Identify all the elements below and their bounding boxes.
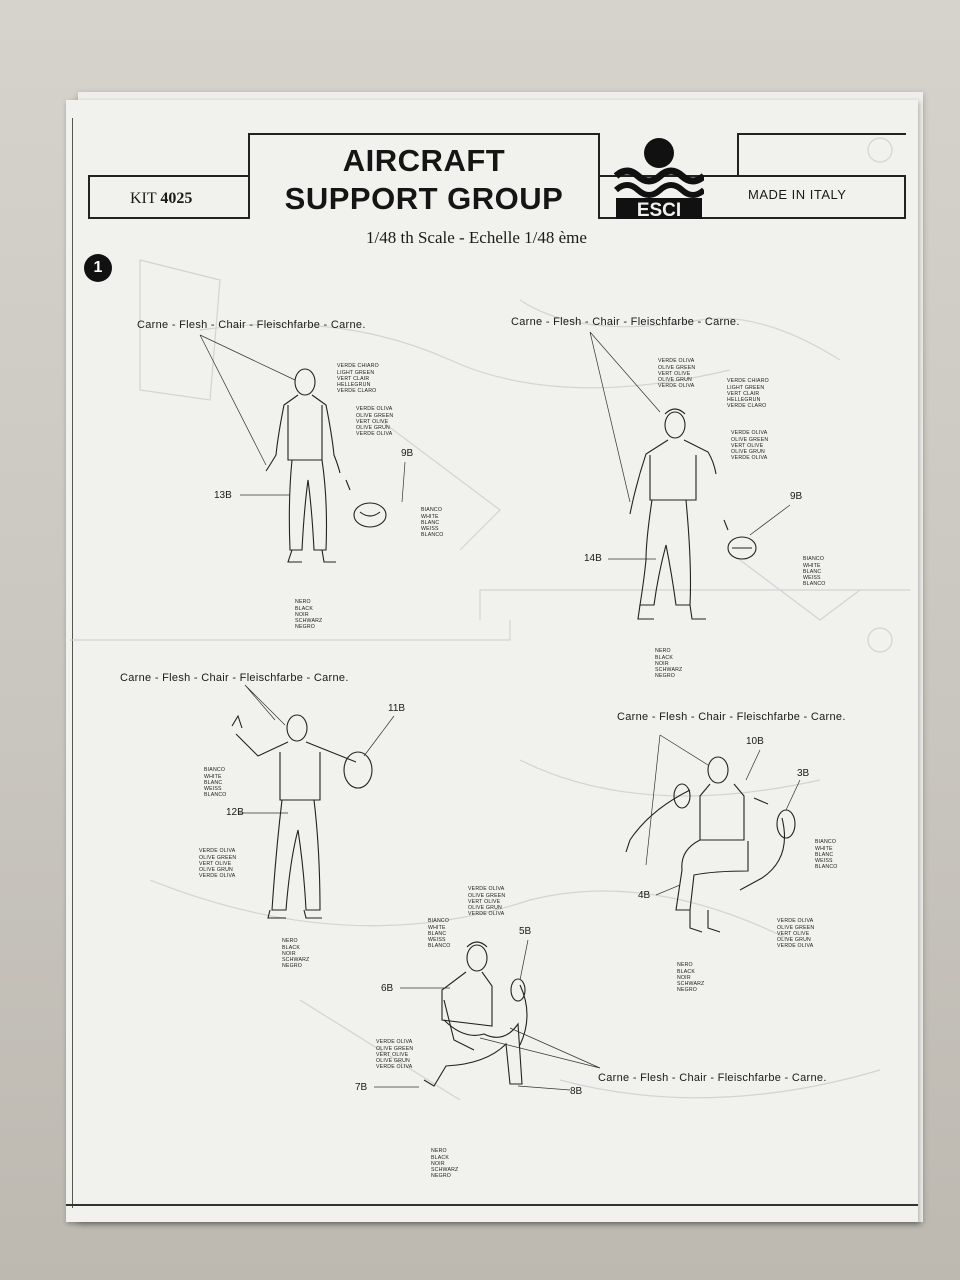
part-6b: 6B: [381, 983, 394, 994]
figure-2-mechanic: [629, 408, 757, 620]
part-4b: 4B: [638, 890, 651, 901]
part-7b: 7B: [355, 1082, 368, 1093]
part-5b: 5B: [519, 926, 532, 937]
flesh-label-figure-5: Carne - Flesh - Chair - Fleischfarbe - C…: [598, 1072, 827, 1084]
part-10b: 10B: [746, 736, 764, 747]
kit-number-value: 4025: [160, 190, 193, 207]
kit-number: KIT 4025: [130, 190, 192, 208]
leader-lines: [199, 331, 801, 1091]
flesh-label-figure-4: Carne - Flesh - Chair - Fleischfarbe - C…: [617, 711, 846, 723]
title-line-2: SUPPORT GROUP: [284, 181, 564, 216]
step-number-badge: 1: [84, 254, 112, 282]
part-3b: 3B: [797, 768, 810, 779]
esci-logo-mark: ESCI: [613, 138, 707, 221]
part-12b: 12B: [226, 807, 244, 818]
part-8b: 8B: [570, 1086, 583, 1097]
left-margin-rule: [72, 118, 73, 1208]
instruction-sheet: [66, 100, 918, 1222]
part-13b: 13B: [214, 490, 232, 501]
flesh-label-figure-2: Carne - Flesh - Chair - Fleischfarbe - C…: [511, 316, 740, 328]
flesh-label-figure-3: Carne - Flesh - Chair - Fleischfarbe - C…: [120, 672, 349, 684]
figure-5-kneeling: [423, 941, 528, 1087]
title-line-1: AIRCRAFT: [342, 143, 506, 178]
brand-text: ESCI: [637, 200, 681, 220]
figure-4-seated: [625, 756, 796, 933]
logo-frame: [737, 133, 906, 177]
made-in-label: MADE IN ITALY: [748, 187, 847, 202]
figure-3-waving: [231, 714, 373, 919]
part-9b-b: 9B: [790, 491, 803, 502]
esci-logo: ESCI: [613, 136, 707, 221]
bottom-rule: [66, 1204, 918, 1206]
part-9b-a: 9B: [401, 448, 414, 459]
part-11b: 11B: [388, 703, 406, 714]
figure-1-pilot: [265, 368, 387, 563]
scale-label: 1/48 th Scale - Echelle 1/48 ème: [366, 228, 587, 247]
part-14b: 14B: [584, 553, 602, 564]
kit-prefix: KIT: [130, 190, 157, 207]
flesh-label-figure-1: Carne - Flesh - Chair - Fleischfarbe - C…: [137, 319, 366, 331]
title-frame: AIRCRAFT SUPPORT GROUP: [248, 133, 600, 219]
